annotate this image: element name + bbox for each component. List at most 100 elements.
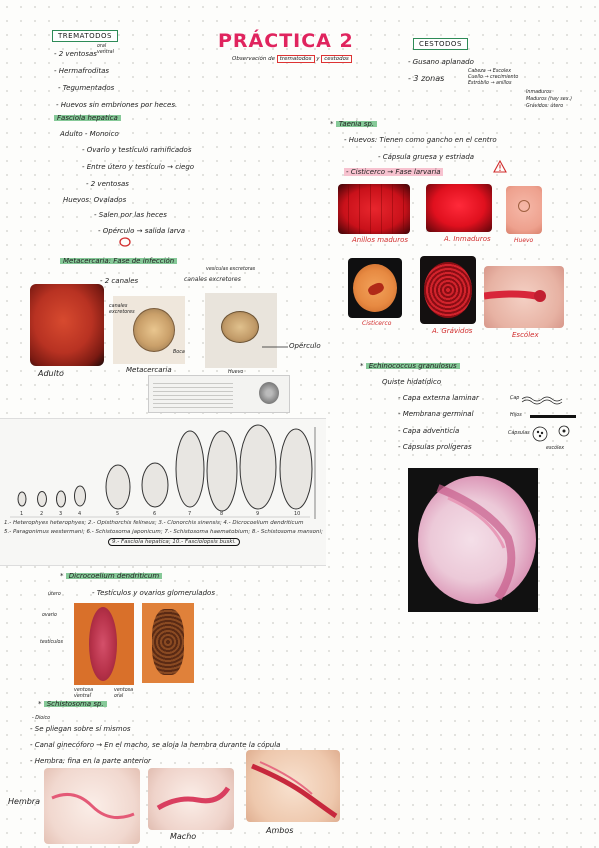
huevo-taenia-photo — [506, 186, 542, 234]
egg-chart-panel: 1 2 3 4 5 6 7 8 9 10 1.- Heterophyes heterophyes;… — [0, 418, 326, 566]
huevo-caption: Huevo — [228, 370, 244, 375]
page-subtitle: Observación de trematodos y cestodos — [232, 55, 352, 63]
huevo-photo — [205, 293, 277, 368]
egg-outline — [56, 490, 66, 508]
fasciola-huevos-item-1: - Salen por las heces — [94, 211, 167, 219]
egg-number: 9 — [256, 511, 259, 517]
egg-outline — [37, 491, 47, 507]
warning-icon — [493, 159, 507, 173]
metacercaria-caption: Metacercaria — [126, 366, 172, 374]
subtitle-cestodos: cestodos — [321, 55, 352, 63]
cap-side-label: Cap — [510, 396, 520, 401]
dicrocoelium-item-1: - Testículos y ovarios glomerulados — [92, 589, 215, 597]
subtitle-prefix: Observación de — [232, 56, 275, 62]
egg-number: 7 — [188, 511, 191, 517]
ventosas-note: oral ventral — [97, 44, 114, 55]
germinal-line — [530, 415, 576, 418]
schistosoma-item-3: - Canal ginecóforo → En el macho, se alo… — [30, 741, 281, 749]
fasciola-adulto-item-3: - 2 ventosas — [86, 180, 129, 188]
metacercaria-item-2: vesículas excretoras — [206, 267, 256, 272]
egg-outline — [74, 485, 86, 507]
operculo-arrow — [262, 346, 288, 348]
fasciola-adulto-item-1: - Ovario y testículo ramificados — [82, 146, 192, 154]
dicro-utero-label: útero — [48, 592, 61, 597]
cisticerco-caption: Cisticerco — [362, 320, 392, 327]
schistosoma-item-4: - Hembra: fina en la parte anterior — [30, 757, 151, 765]
egg-outline — [279, 428, 313, 510]
subtitle-trematodos: trematodos — [276, 55, 315, 63]
cestodos-item-2: - 3 zonas — [408, 74, 445, 83]
trematodos-item-1: - 2 ventosas — [54, 50, 97, 58]
dicrocoelium-label: * Dicrocoelium dendriticum — [60, 572, 163, 580]
egg-number: 4 — [78, 511, 81, 517]
anillos-gravidos-photo — [420, 256, 476, 324]
egg-outline — [17, 491, 27, 507]
egg-number: 5 — [116, 511, 119, 517]
fasciola-label: Fasciola hepatica — [54, 114, 121, 122]
anillos-maduros-caption: Anillos maduros — [352, 236, 409, 244]
egg-number: 10 — [294, 511, 300, 517]
capsules-icon — [532, 425, 570, 442]
adulto-photo — [30, 284, 104, 366]
dicrocoelium-photo-1 — [74, 603, 134, 685]
egg-number: 8 — [220, 511, 223, 517]
egg-number: 6 — [153, 511, 156, 517]
anillo-3: Grávidos: útero — [526, 104, 564, 109]
subtitle-and: y — [316, 56, 320, 62]
echinococcus-label: * Echinococcus granulosus — [360, 362, 460, 370]
dicro-ventosa-oral-label: ventosa oral — [114, 688, 134, 699]
escolex-caption: Escólex — [512, 331, 539, 339]
egg-number: 2 — [40, 511, 43, 517]
egg-number: 3 — [59, 511, 62, 517]
echinococcus-item-3: - Capa adventicia — [398, 427, 460, 435]
metacercaria-photo — [113, 296, 185, 364]
quiste-hidatidico-photo — [408, 468, 538, 612]
taenia-item-1: - Huevos: Tienen como gancho en el centr… — [344, 136, 497, 144]
egg-number: 1 — [20, 511, 23, 517]
trematodos-item-3: - Tegumentados — [58, 84, 115, 92]
anillos-maduros-photo — [338, 184, 410, 234]
fasciola-adulto: Adulto - Monoico — [60, 130, 119, 138]
adulto-caption: Adulto — [38, 369, 64, 378]
trematodos-item-4: - Huevos sin embriones por heces. — [56, 101, 178, 109]
ambos-caption: Ambos — [266, 826, 294, 835]
echinococcus-item-4: - Cápsulas prolígeras — [398, 443, 472, 451]
page-title: PRÁCTICA 2 — [218, 30, 354, 52]
taenia-label: * Taenia sp. — [330, 120, 378, 128]
egg-chart-caption-1: 1.- Heterophyes heterophyes; 2.- Opistho… — [4, 520, 304, 526]
fasciola-adulto-item-2: - Entre útero y testículo → ciego — [82, 163, 195, 171]
boca-label: Boca — [173, 350, 185, 355]
cestodos-header: CESTODOS — [413, 38, 468, 50]
anillos-gravidos-caption: A. Grávidos — [432, 327, 473, 335]
metacercaria-label: Metacercaria: Fase de infección — [60, 257, 178, 265]
zona-3: Estróbilo → anillos — [468, 81, 512, 86]
macho-caption: Macho — [170, 832, 197, 841]
zona-2: Cuello → crecimiento — [468, 75, 519, 80]
egg-outline — [175, 430, 205, 508]
trematodos-header: TREMATODOS — [52, 30, 118, 42]
taenia-item-2: - Cápsula gruesa y estriada — [378, 153, 475, 161]
hembra-photo — [44, 768, 140, 844]
dicro-ventosa-ventral-label: ventosa ventral — [74, 688, 94, 699]
cestodos-item-1: - Gusano aplanado — [408, 58, 474, 66]
egg-outline — [206, 430, 238, 512]
anillo-1: Inmaduros — [526, 90, 552, 95]
hembra-caption: Hembra — [8, 797, 40, 806]
huevo-taenia-caption: Huevo — [514, 237, 534, 244]
egg-outline — [141, 462, 169, 508]
echinococcus-item-1: - Capa externa laminar — [398, 394, 479, 402]
schistosoma-item-1: - Dioico — [32, 716, 51, 721]
macho-photo — [148, 768, 234, 830]
anillo-2: Maduros (hay sex.) — [526, 97, 572, 102]
fasciola-huevos-item-2: - Opérculo → salida larva — [98, 227, 186, 235]
schistosoma-item-2: - Se pliegan sobre sí mismos — [30, 725, 131, 733]
trematodos-item-2: - Hermafroditas — [54, 67, 110, 75]
dicro-testiculos-label: testículos — [40, 640, 63, 645]
quiste-label: Quiste hidatídico — [382, 378, 442, 386]
taenia-item-3: - Cisticerco → Fase larvaria — [344, 168, 443, 176]
canales-label: canales excretores — [109, 304, 135, 315]
escolex-side-label: escólex — [546, 446, 565, 451]
egg-chart-caption-3: 9.- Fasciola hepatica; 10.- Fasciolopsis… — [108, 538, 240, 546]
schistosoma-label: * Schistosoma sp. — [38, 700, 107, 708]
hijos-side-label: Hijos — [510, 413, 522, 418]
